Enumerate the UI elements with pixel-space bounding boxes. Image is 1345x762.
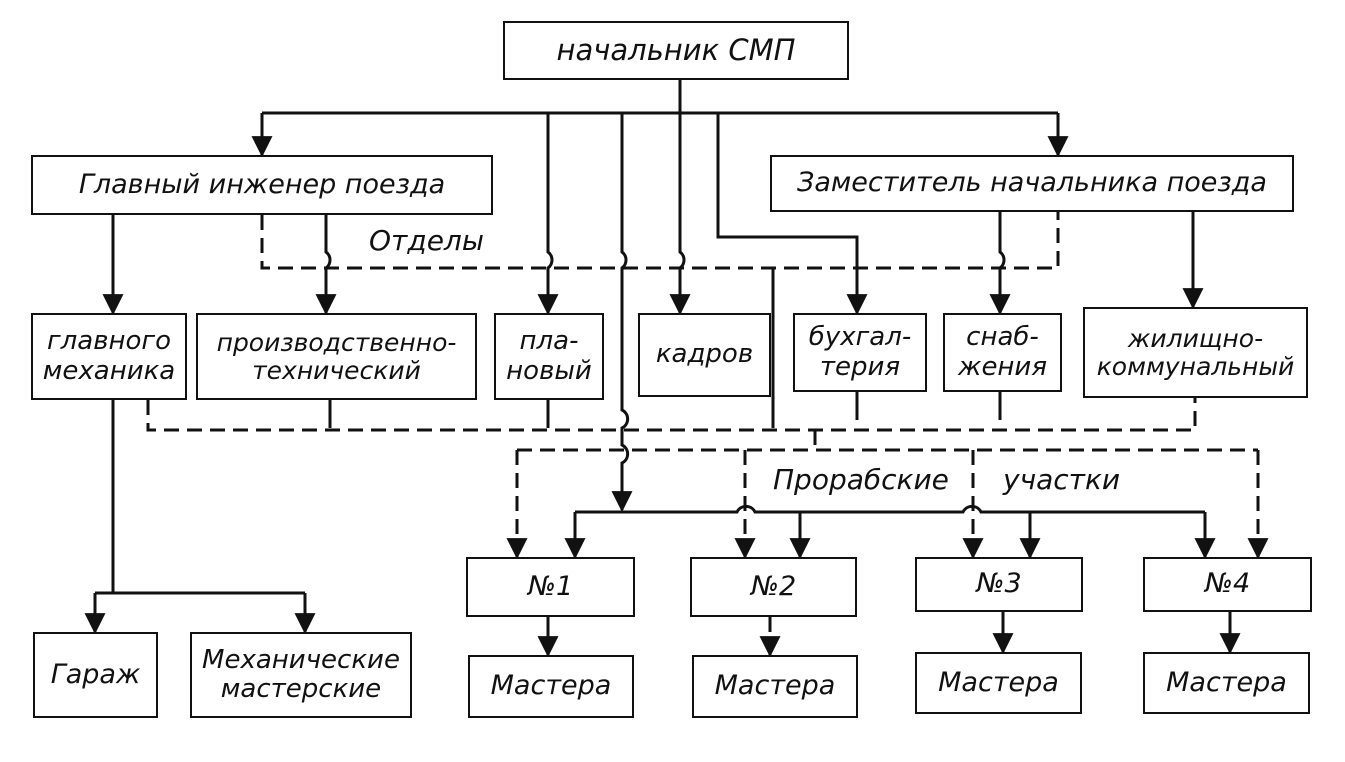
workshops-line2: мастерские: [220, 674, 382, 704]
dept-chief-mechanic-line1: главного: [46, 326, 171, 357]
sections-label-part2: участки: [1000, 463, 1124, 496]
garage-box: Гараж: [33, 632, 158, 718]
head-label: начальник СМП: [556, 33, 796, 68]
masters-2-label: Мастера: [714, 670, 836, 702]
dept-planning-box: пла-новый: [494, 313, 604, 400]
deputy-head-label: Заместитель начальника поезда: [797, 167, 1267, 199]
masters-3-box: Мастера: [915, 652, 1082, 714]
dept-production-technical-line2: технический: [252, 355, 421, 385]
departments-label: Отделы: [366, 224, 487, 257]
dept-planning-line2: новый: [506, 355, 592, 386]
dept-production-technical-box: производственно-технический: [196, 313, 477, 400]
section-1-box: №1: [466, 557, 635, 617]
dept-housing-line1: жилищно-: [1127, 323, 1264, 353]
chief-engineer-box: Главный инженер поезда: [31, 155, 493, 215]
solid-lines: [84, 80, 1241, 658]
section-4-box: №4: [1143, 557, 1312, 612]
masters-2-box: Мастера: [692, 655, 858, 718]
section-1-label: №1: [527, 570, 574, 602]
section-2-label: №2: [750, 570, 797, 602]
garage-label: Гараж: [50, 658, 141, 690]
dept-housing-line2: коммунальный: [1096, 351, 1295, 381]
dept-supply-line2: жения: [958, 351, 1047, 382]
chief-engineer-label: Главный инженер поезда: [78, 168, 446, 200]
dept-supply-box: снаб-жения: [943, 313, 1062, 392]
masters-1-box: Мастера: [468, 655, 634, 718]
head-box: начальник СМП: [503, 21, 849, 80]
dashed-lines: [146, 212, 1269, 658]
dept-accounting-line1: бухгал-: [808, 322, 912, 353]
masters-4-label: Мастера: [1166, 666, 1287, 698]
dept-planning-line1: пла-: [519, 326, 579, 357]
dept-housing-box: жилищно-коммунальный: [1083, 307, 1308, 398]
workshops-line1: Механические: [202, 644, 400, 675]
masters-3-label: Мастера: [938, 666, 1059, 698]
dept-production-technical-line1: производственно-: [216, 327, 457, 357]
masters-1-label: Мастера: [490, 670, 612, 702]
dept-personnel-box: кадров: [638, 313, 771, 397]
dept-personnel-label: кадров: [655, 339, 754, 370]
section-3-box: №3: [915, 557, 1083, 612]
dept-chief-mechanic-line2: механика: [42, 355, 176, 386]
section-3-label: №3: [976, 568, 1022, 600]
section-4-label: №4: [1204, 568, 1251, 600]
dept-accounting-line2: терия: [819, 351, 901, 382]
dept-supply-line1: снаб-: [966, 322, 1039, 353]
section-2-box: №2: [690, 557, 857, 617]
dept-accounting-box: бухгал-терия: [793, 313, 927, 392]
masters-4-box: Мастера: [1143, 652, 1310, 714]
sections-label-part1: Прорабские: [770, 463, 952, 496]
deputy-head-box: Заместитель начальника поезда: [770, 155, 1294, 212]
